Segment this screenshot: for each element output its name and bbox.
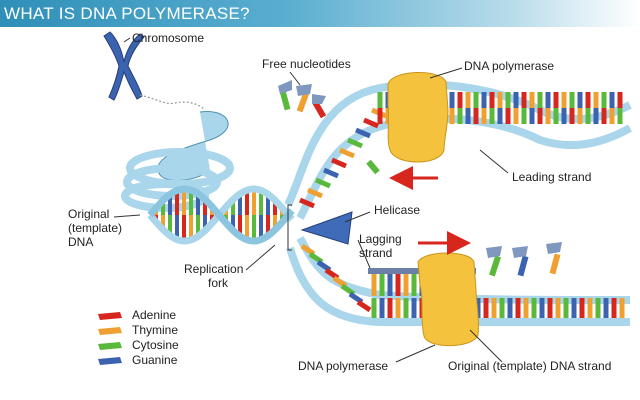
base (347, 137, 363, 149)
base (355, 127, 371, 139)
template-dna-helix (147, 185, 295, 245)
backbone (147, 185, 295, 245)
base (339, 147, 355, 159)
label-original-2: (template) (68, 221, 122, 235)
title-banner: WHAT IS DNA POLYMERASE? (0, 0, 640, 27)
free-nucleotides-top (278, 80, 380, 175)
label-dna-polymerase-bottom: DNA polymerase (298, 359, 388, 373)
label-lagging: Lagging (359, 232, 402, 246)
base (323, 167, 339, 179)
base (307, 187, 323, 199)
label-fork: fork (208, 276, 229, 290)
base (363, 117, 379, 129)
label-leading-strand: Leading strand (512, 170, 591, 184)
fork-bracket (287, 204, 292, 251)
legend-swatch (98, 342, 122, 350)
legend-label: Guanine (132, 353, 178, 367)
upper-backbone-inner (296, 114, 632, 220)
base (299, 197, 315, 209)
free-nucleotides-bottom (486, 242, 562, 277)
legend-swatch (98, 327, 122, 335)
chromosome-icon (103, 31, 145, 101)
legend-label: Adenine (132, 308, 176, 322)
label-strand: strand (359, 246, 392, 260)
label-dna-polymerase-top: DNA polymerase (464, 59, 554, 73)
label-helicase: Helicase (374, 203, 420, 217)
legend-swatch (98, 312, 122, 320)
lower-backbone-outer (286, 246, 630, 326)
dna-polymerase-top (387, 71, 449, 163)
chromatin-thread (139, 94, 206, 111)
page-title: WHAT IS DNA POLYMERASE? (4, 4, 250, 23)
label-original-1: Original (68, 207, 109, 221)
label-chromosome: Chromosome (132, 31, 204, 45)
helicase-icon (300, 211, 353, 245)
label-replication: Replication (184, 262, 243, 276)
label-original-3: DNA (68, 235, 93, 249)
base (356, 299, 372, 313)
base (331, 157, 347, 169)
base (315, 177, 331, 189)
legend-label: Cytosine (132, 338, 179, 352)
label-free-nucleotides: Free nucleotides (262, 57, 351, 71)
label-template-strand: Original (template) DNA strand (448, 359, 611, 373)
legend-swatch (98, 357, 122, 365)
legend-label: Thymine (132, 323, 178, 337)
dna-polymerase-bottom (417, 252, 480, 347)
